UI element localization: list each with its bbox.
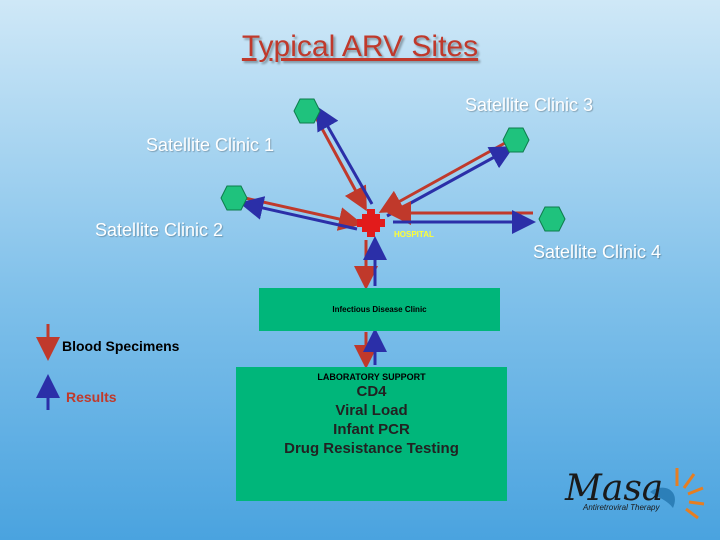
logo-subtitle: Antiretroviral Therapy <box>583 503 660 512</box>
lab-test-item: CD4 <box>356 383 387 400</box>
laboratory-support-box: LABORATORY SUPPORT CD4 Viral Load Infant… <box>236 367 507 501</box>
masa-logo-icon <box>650 468 705 520</box>
logo-wordmark: Masa <box>565 468 664 509</box>
infectious-disease-clinic-box: Infectious Disease Clinic <box>259 288 500 331</box>
lab-test-item: Infant PCR <box>333 421 410 438</box>
satellite-clinic-2-hex-icon <box>220 185 248 211</box>
result-arrow-clinic2 <box>239 196 358 231</box>
specimen-arrow-clinic3 <box>378 141 506 213</box>
legend-results: Results <box>66 389 117 405</box>
lab-support-label: LABORATORY SUPPORT <box>317 372 426 382</box>
satellite-clinic-1-label: Satellite Clinic 1 <box>146 135 275 155</box>
result-arrow-clinic3 <box>386 146 515 218</box>
specimen-arrow-clinic1 <box>311 111 367 212</box>
satellite-clinic-2-label: Satellite Clinic 2 <box>95 220 224 240</box>
satellite-clinic-4-label: Satellite Clinic 4 <box>533 242 662 262</box>
lab-test-item: Viral Load <box>335 402 408 419</box>
page-title: Typical ARV Sites <box>241 30 479 63</box>
hospital-label: HOSPITAL <box>394 230 434 239</box>
specimen-arrow-clinic2 <box>244 196 363 231</box>
satellite-clinic-1-hex-icon <box>293 98 321 124</box>
satellite-clinic-3-label: Satellite Clinic 3 <box>465 95 594 115</box>
result-arrow-clinic1 <box>316 105 374 205</box>
hospital-cross-icon <box>357 209 385 237</box>
lab-test-item: Drug Resistance Testing <box>284 440 459 457</box>
satellite-clinic-4-hex-icon <box>538 206 566 232</box>
satellite-clinic-3-hex-icon <box>502 127 530 153</box>
legend-blood-specimens: Blood Specimens <box>62 338 180 354</box>
idc-label: Infectious Disease Clinic <box>332 305 427 314</box>
